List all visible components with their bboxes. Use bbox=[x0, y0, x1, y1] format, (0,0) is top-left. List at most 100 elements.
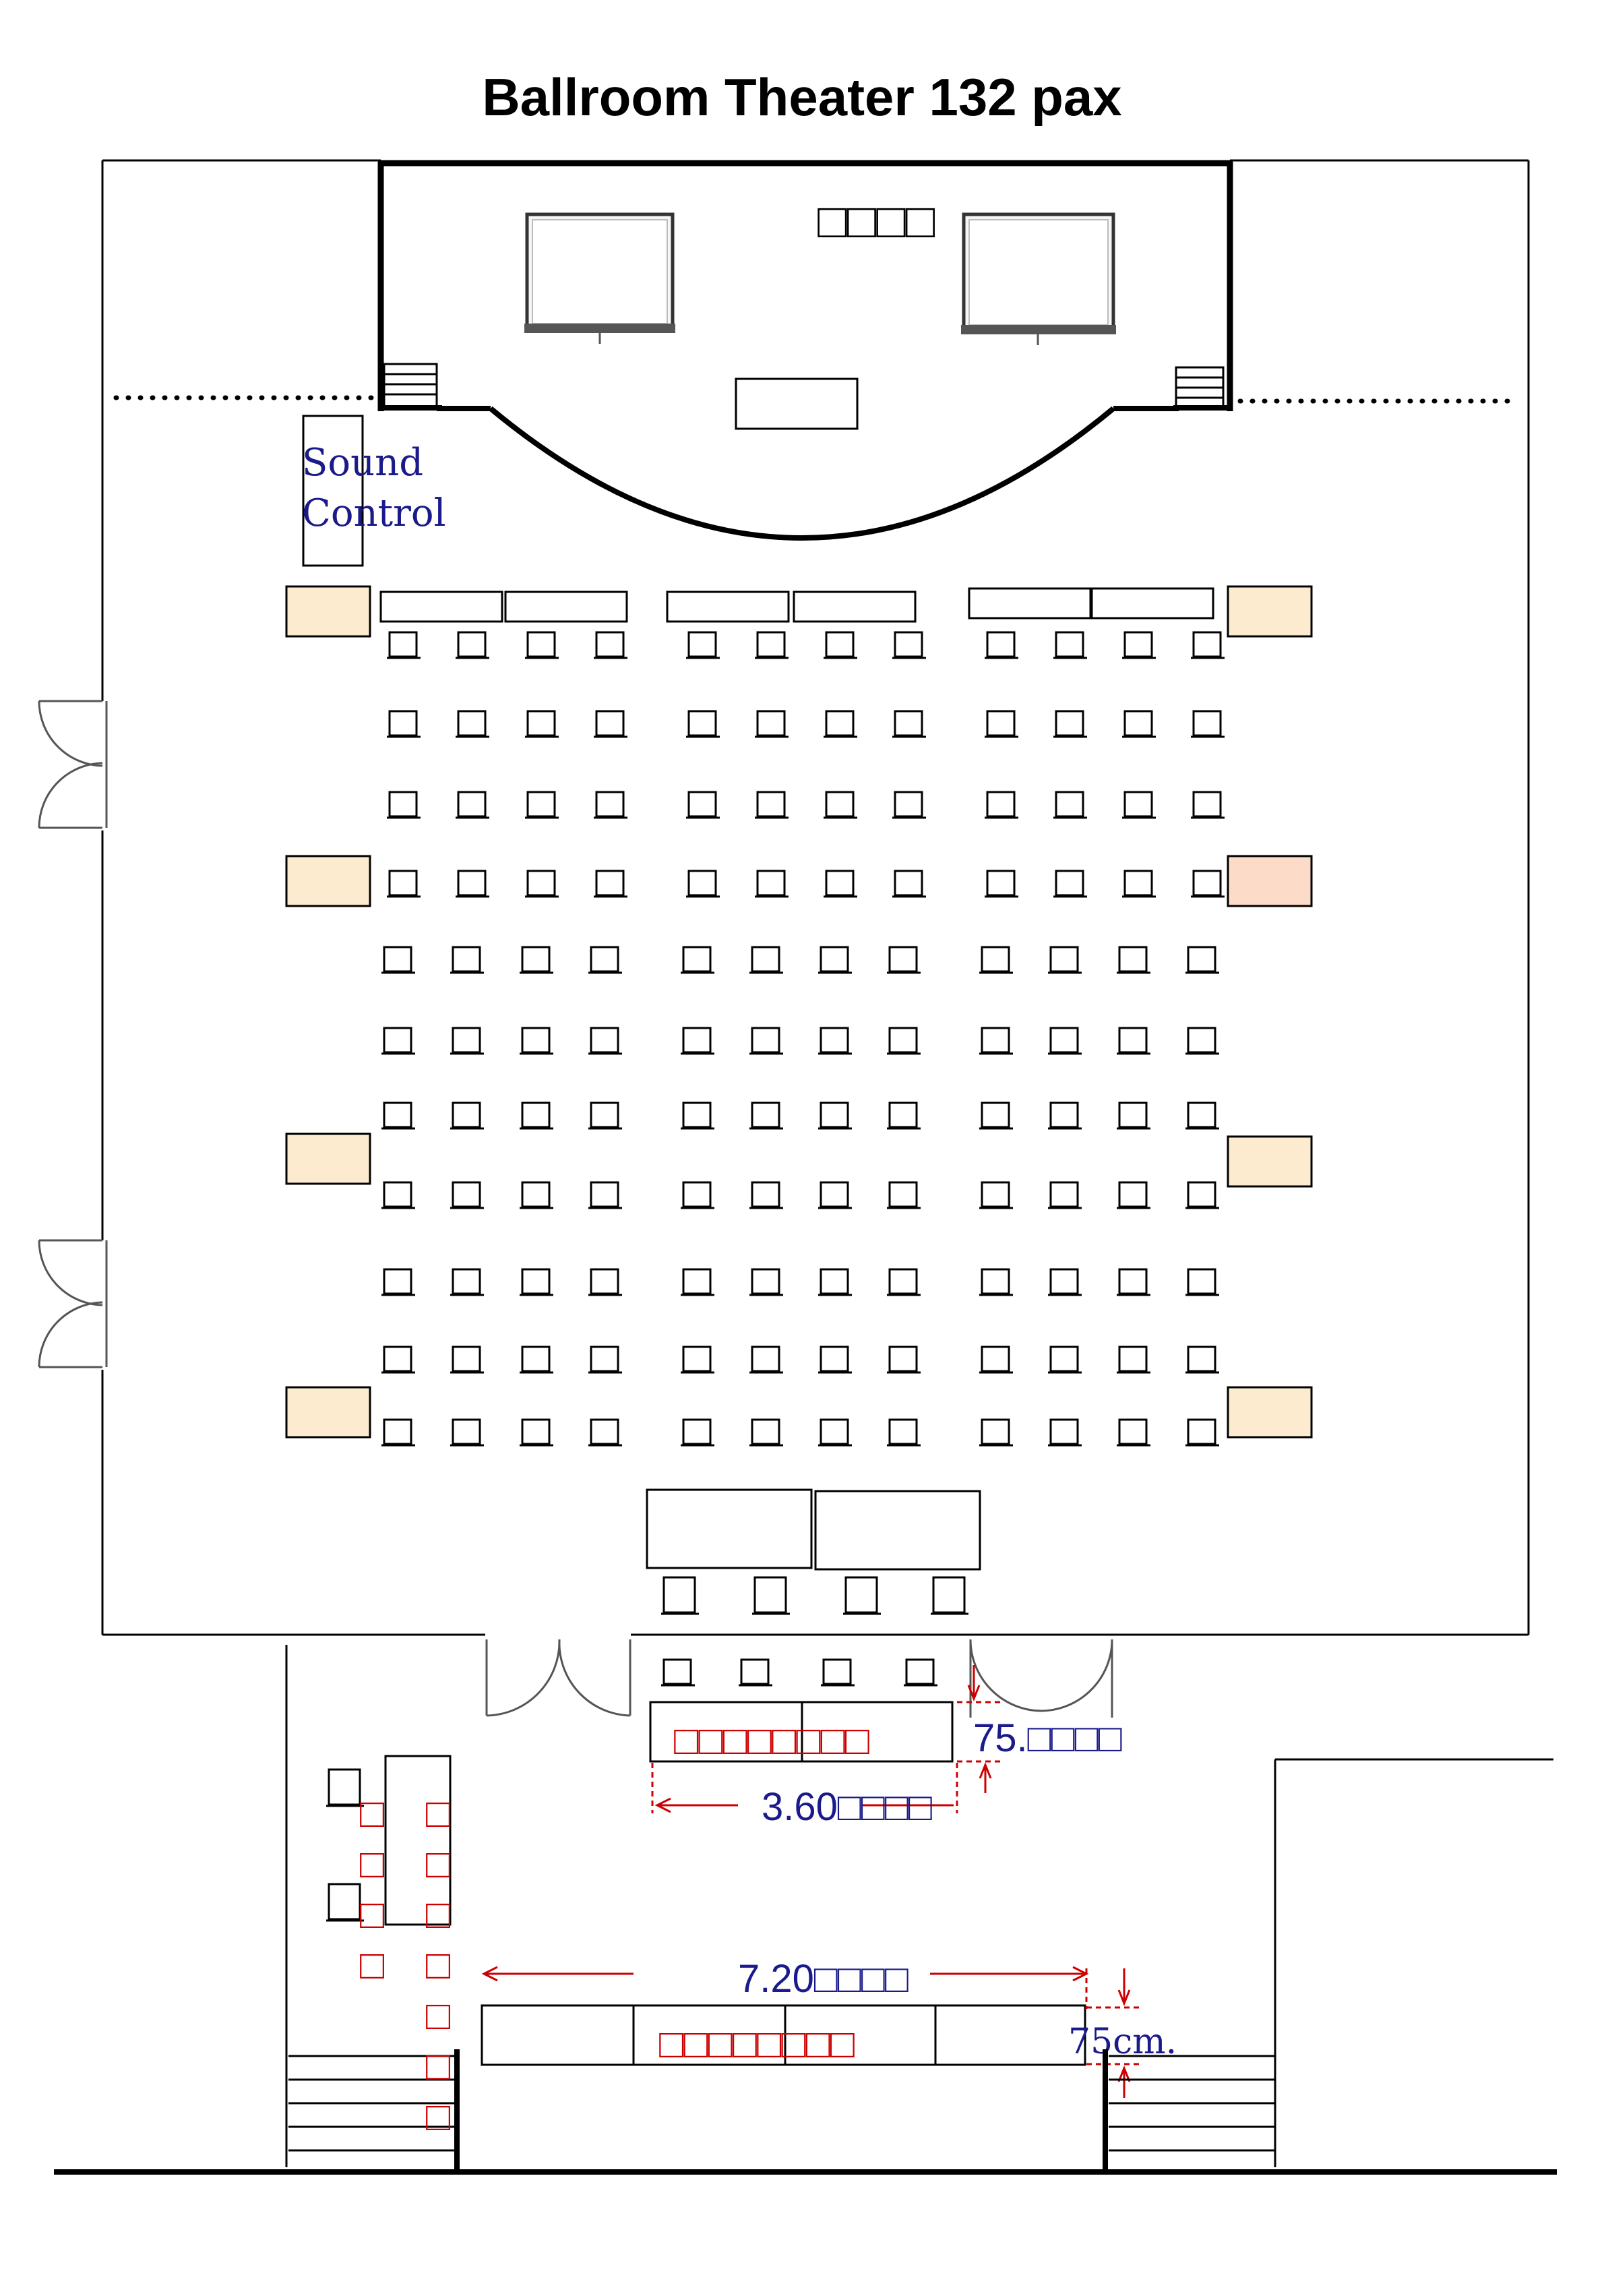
theater-chair bbox=[594, 631, 627, 659]
theater-chair bbox=[818, 946, 852, 974]
theater-chair bbox=[824, 870, 857, 898]
theater-chair bbox=[1048, 1181, 1082, 1209]
side-chair bbox=[326, 1883, 364, 1922]
theater-chair bbox=[749, 1027, 783, 1055]
theater-chair bbox=[824, 791, 857, 819]
theater-chair bbox=[755, 710, 789, 738]
theater-chair bbox=[985, 631, 1018, 659]
theater-chair bbox=[749, 946, 783, 974]
reception-dimension bbox=[481, 1966, 1139, 2098]
theater-chair bbox=[1117, 1418, 1150, 1447]
theater-chair bbox=[979, 1346, 1013, 1374]
theater-chair bbox=[525, 631, 559, 659]
theater-chair bbox=[818, 1181, 852, 1209]
registration-desk bbox=[649, 1701, 954, 1763]
theater-chair bbox=[686, 631, 720, 659]
theater-chair bbox=[450, 946, 484, 974]
theater-chair bbox=[686, 791, 720, 819]
foyer-steps-left bbox=[288, 2049, 460, 2172]
registration-chair bbox=[904, 1658, 937, 1687]
theater-chair bbox=[818, 1101, 852, 1130]
theater-chair bbox=[892, 710, 926, 738]
side-chair bbox=[326, 1768, 364, 1807]
theater-chair bbox=[1117, 1268, 1150, 1296]
theater-chair bbox=[1185, 1027, 1219, 1055]
theater-chair bbox=[887, 1268, 921, 1296]
theater-chair bbox=[456, 710, 489, 738]
registration-chair bbox=[739, 1658, 772, 1687]
theater-chair bbox=[686, 870, 720, 898]
projector-screen-left bbox=[524, 212, 675, 344]
theater-chair bbox=[588, 1346, 622, 1374]
side-desk-label-char: □ bbox=[426, 1841, 450, 1886]
theater-chair bbox=[387, 710, 421, 738]
theater-chair bbox=[818, 1268, 852, 1296]
theater-chair bbox=[1185, 1101, 1219, 1130]
theater-chair bbox=[887, 946, 921, 974]
theater-chair bbox=[1048, 1346, 1082, 1374]
theater-chair bbox=[1048, 1268, 1082, 1296]
theater-chair bbox=[387, 631, 421, 659]
theater-chair bbox=[381, 946, 415, 974]
theater-chair bbox=[520, 1268, 553, 1296]
theater-chair bbox=[979, 946, 1013, 974]
head-table bbox=[735, 377, 859, 430]
theater-chair bbox=[985, 791, 1018, 819]
registration-chair bbox=[661, 1658, 695, 1687]
registration-chair bbox=[821, 1658, 855, 1687]
theater-chair bbox=[387, 791, 421, 819]
side-desk-label-char: □ bbox=[426, 1790, 450, 1836]
sound-control-label-line2: Control bbox=[302, 491, 446, 535]
theater-chair bbox=[818, 1346, 852, 1374]
theater-chair bbox=[450, 1268, 484, 1296]
theater-chair bbox=[749, 1418, 783, 1447]
theater-chair bbox=[1191, 631, 1225, 659]
back-chair bbox=[931, 1576, 968, 1615]
theater-chair bbox=[450, 1418, 484, 1447]
side-desk-chairs bbox=[326, 1768, 364, 1922]
theater-chair bbox=[749, 1346, 783, 1374]
theater-chair bbox=[1185, 1181, 1219, 1209]
side-desk-label-char: □ bbox=[426, 2094, 450, 2139]
theater-chair bbox=[381, 1268, 415, 1296]
projector-screen-right bbox=[961, 212, 1116, 345]
theater-chair bbox=[588, 1101, 622, 1130]
theater-chair bbox=[520, 1027, 553, 1055]
theater-chair bbox=[1122, 791, 1156, 819]
theater-chair bbox=[588, 946, 622, 974]
theater-chair bbox=[1122, 710, 1156, 738]
theater-chair bbox=[520, 1101, 553, 1130]
theater-chair bbox=[755, 870, 789, 898]
reception-counter-label: □□□□□□□□ bbox=[659, 2021, 855, 2066]
theater-chair bbox=[686, 710, 720, 738]
theater-chair bbox=[520, 1418, 553, 1447]
theater-chair bbox=[681, 1027, 714, 1055]
stage-stairs-right bbox=[1175, 366, 1225, 410]
theater-chair bbox=[594, 870, 627, 898]
theater-chair bbox=[520, 1181, 553, 1209]
theater-chair bbox=[887, 1346, 921, 1374]
theater-chair bbox=[1191, 710, 1225, 738]
side-desk-label-char: □ bbox=[360, 1790, 384, 1836]
theater-chair bbox=[755, 631, 789, 659]
theater-chair bbox=[1048, 1418, 1082, 1447]
theater-chair bbox=[1185, 1418, 1219, 1447]
reception-counter bbox=[481, 2004, 1086, 2066]
theater-chair bbox=[1191, 870, 1225, 898]
theater-chair bbox=[588, 1027, 622, 1055]
theater-chair bbox=[818, 1027, 852, 1055]
theater-chair bbox=[456, 870, 489, 898]
theater-chair bbox=[1117, 1181, 1150, 1209]
theater-chair bbox=[450, 1181, 484, 1209]
theater-chair bbox=[681, 946, 714, 974]
theater-chair bbox=[824, 631, 857, 659]
registration-dimension bbox=[651, 1665, 1004, 1813]
theater-chair bbox=[681, 1268, 714, 1296]
registration-width-label: 3.60□□□□ bbox=[762, 1785, 932, 1829]
theater-chair bbox=[985, 870, 1018, 898]
theater-chair bbox=[1117, 946, 1150, 974]
stage-label: □□□□ bbox=[818, 194, 935, 248]
front-tables bbox=[379, 587, 1214, 623]
theater-chair bbox=[1048, 946, 1082, 974]
theater-chair bbox=[525, 710, 559, 738]
